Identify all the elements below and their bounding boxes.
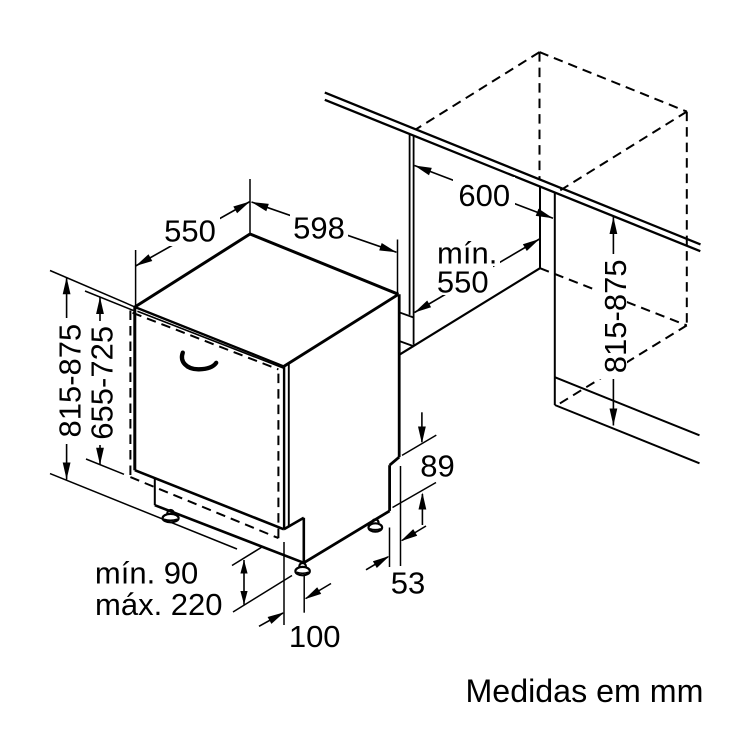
svg-text:mín.: mín. [437,235,497,270]
svg-text:100: 100 [289,619,341,654]
svg-text:mín. 90: mín. 90 [95,556,198,591]
svg-text:598: 598 [293,211,345,246]
svg-text:815-875: 815-875 [598,259,633,373]
svg-text:815-875: 815-875 [53,324,88,438]
svg-text:53: 53 [391,566,425,601]
svg-text:550: 550 [164,214,216,249]
svg-text:550: 550 [437,265,489,300]
svg-text:89: 89 [420,448,454,483]
svg-text:Medidas em mm: Medidas em mm [466,673,704,709]
svg-text:600: 600 [458,178,510,213]
svg-text:máx. 220: máx. 220 [95,587,223,622]
svg-text:655-725: 655-725 [85,326,120,440]
